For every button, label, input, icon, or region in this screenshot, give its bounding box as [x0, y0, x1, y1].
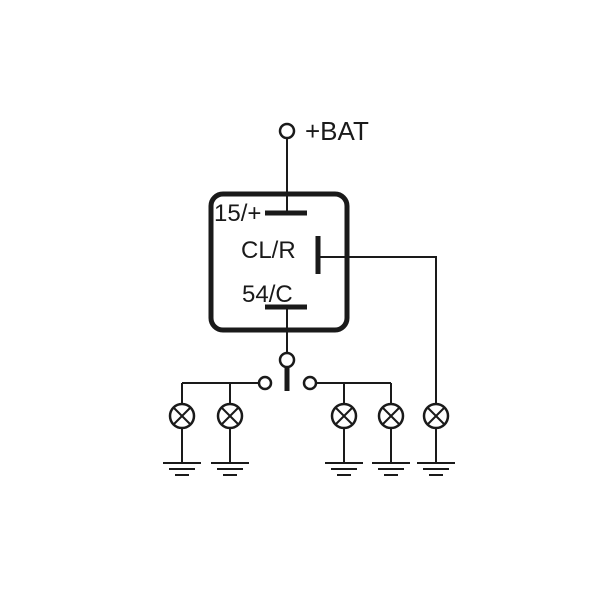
- battery-terminal: [278, 122, 296, 140]
- switch-right-terminal: [302, 375, 318, 391]
- switch-common-terminal: [278, 351, 296, 369]
- ground-icon: [417, 462, 455, 476]
- ground-icon: [163, 462, 201, 476]
- switch-left-terminal: [257, 375, 273, 391]
- right-lamp-2: [372, 402, 410, 476]
- control-lamp-wire: [318, 256, 437, 405]
- ground-icon: [211, 462, 249, 476]
- pin-15-label: 15/+: [214, 200, 261, 227]
- pin-54-label: 54/C: [242, 281, 293, 308]
- battery-label: +BAT: [305, 116, 369, 146]
- control-lamp: [417, 402, 455, 476]
- ground-icon: [325, 462, 363, 476]
- left-lamp-2: [211, 402, 249, 476]
- right-lamp-1: [325, 402, 363, 476]
- ground-icon: [372, 462, 410, 476]
- left-lamp-1: [163, 402, 201, 476]
- pin-clr-label: CL/R: [241, 237, 296, 264]
- flasher-relay-box: [208, 191, 350, 333]
